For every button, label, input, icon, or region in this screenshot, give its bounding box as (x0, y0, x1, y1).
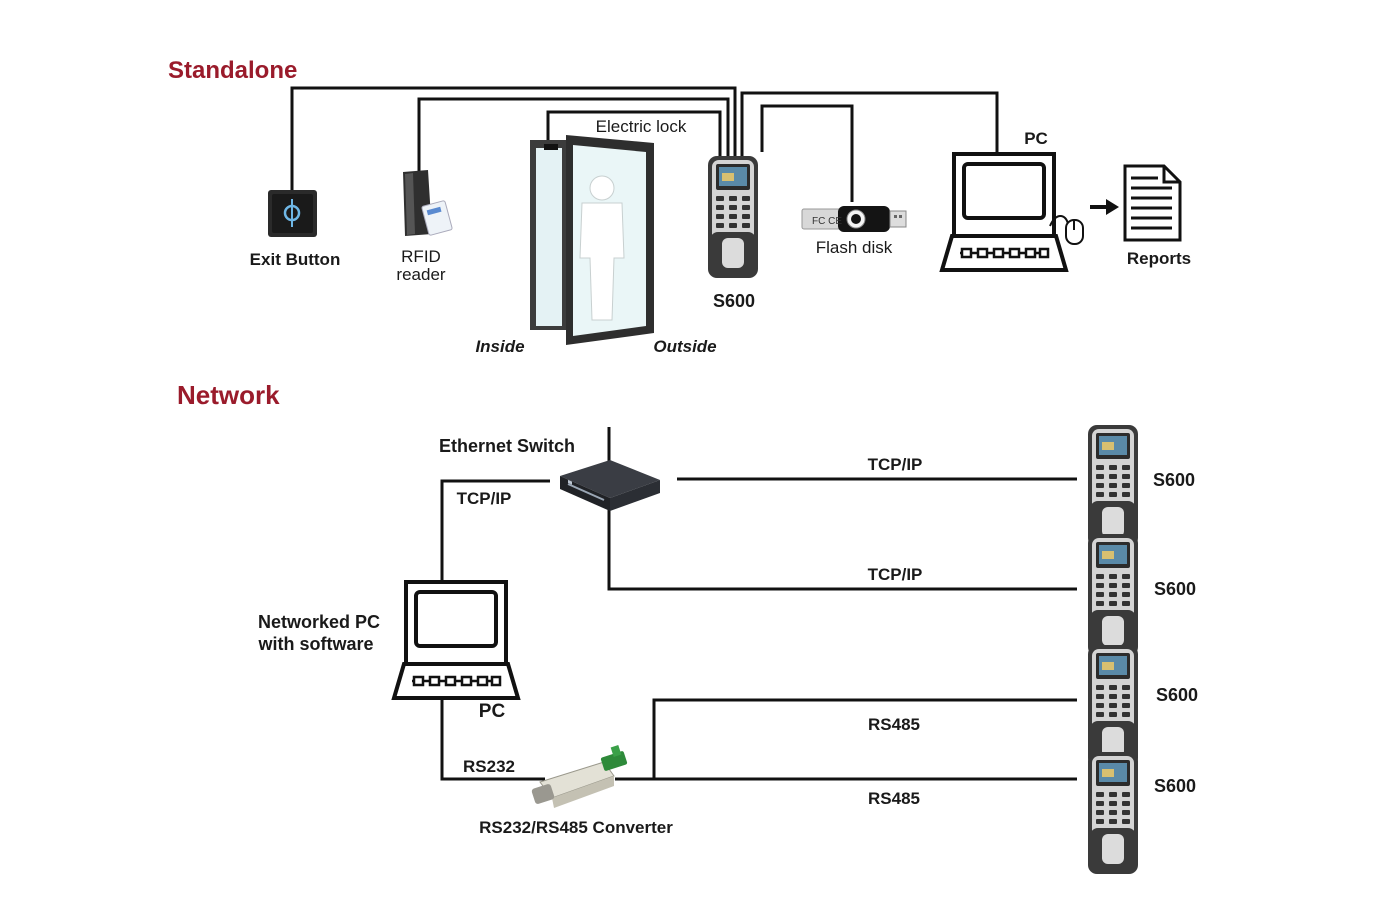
converter-icon (531, 745, 628, 808)
tcpip-line-2-label: TCP/IP (868, 565, 923, 584)
network-terminal-1-icon (1088, 425, 1138, 547)
ethernet-switch-icon (560, 460, 660, 511)
network-terminal-1-label: S600 (1153, 470, 1195, 490)
flash-disk-label: Flash disk (816, 238, 893, 257)
standalone-terminal-label: S600 (713, 291, 755, 311)
report-document-icon (1123, 164, 1182, 242)
ethernet-switch-label: Ethernet Switch (439, 436, 575, 456)
exit-button-icon (268, 190, 317, 237)
exit-button-label: Exit Button (250, 250, 341, 269)
inside-label: Inside (475, 337, 524, 356)
network-terminal-4-icon (1088, 752, 1138, 874)
network-terminal-2-icon (1088, 534, 1138, 656)
tcpip-pc-label: TCP/IP (457, 489, 512, 508)
rs232-label: RS232 (463, 757, 515, 776)
mouse-icon (1049, 215, 1084, 245)
flash-disk-brand-mark: FC CE (812, 216, 842, 227)
network-terminal-2-label: S600 (1154, 579, 1196, 599)
standalone-pc-label: PC (1024, 129, 1048, 148)
rs485-line-2-label: RS485 (868, 789, 920, 808)
network-terminal-3-icon (1088, 645, 1138, 767)
rs485-line-1-label: RS485 (868, 715, 920, 734)
electric-lock-label: Electric lock (596, 117, 687, 136)
network-terminal-3-label: S600 (1156, 685, 1198, 705)
networked-laptop-icon (392, 580, 520, 700)
network-wiring (440, 427, 1077, 781)
reports-label: Reports (1127, 249, 1191, 268)
rfid-reader-icon (403, 170, 453, 236)
outside-label: Outside (653, 337, 716, 356)
door-icon (530, 135, 654, 345)
converter-label: RS232/RS485 Converter (479, 818, 673, 837)
network-pc-label: PC (479, 701, 506, 722)
standalone-wiring (290, 86, 999, 202)
networked-pc-label-line1: Networked PC (258, 612, 380, 632)
network-title: Network (177, 380, 280, 410)
standalone-laptop-icon (940, 152, 1068, 272)
flash-disk-icon: FC CE (801, 206, 907, 232)
fingerprint-terminal-icon (708, 156, 758, 278)
standalone-title: Standalone (168, 57, 297, 84)
rfid-reader-label-line2: reader (396, 265, 445, 284)
arrow-right-icon (1090, 199, 1119, 215)
networked-pc-label-line2: with software (257, 634, 373, 654)
rfid-reader-label-line1: RFID (401, 247, 441, 266)
network-terminal-4-label: S600 (1154, 776, 1196, 796)
tcpip-line-1-label: TCP/IP (868, 455, 923, 474)
